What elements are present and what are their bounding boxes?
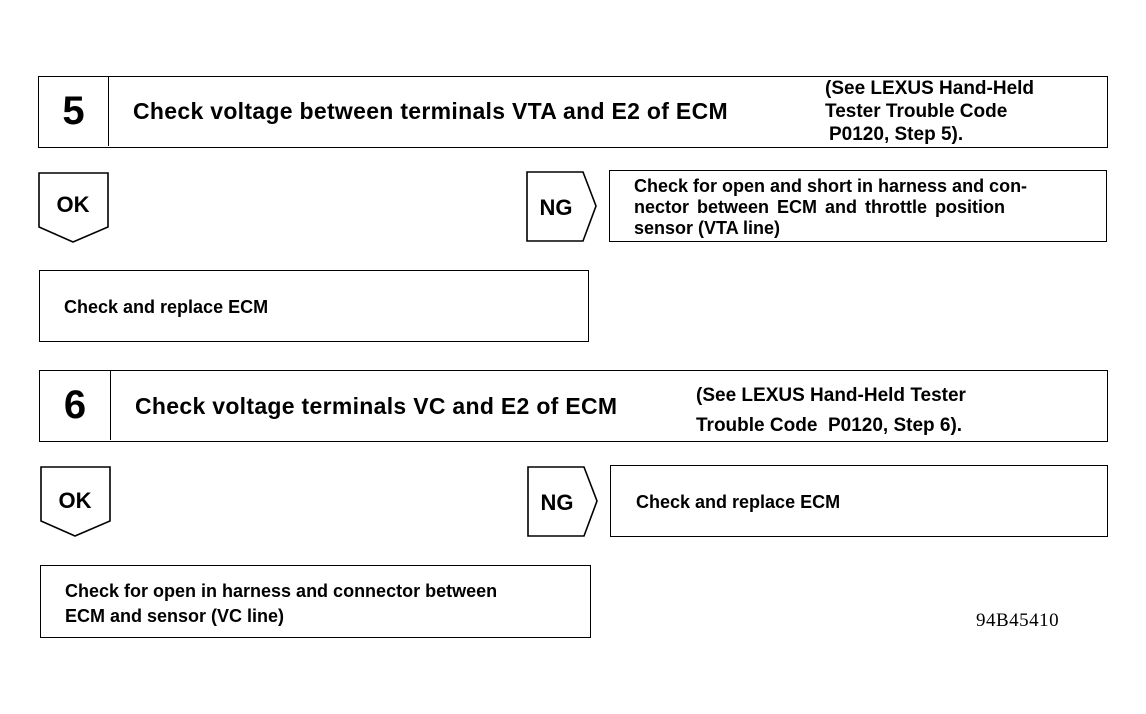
step5-ng-action-line: nector between ECM and throttle position [634,197,1006,217]
step5-ok-action-text: Check and replace ECM [64,297,269,317]
step5-ok-action: Check and replace ECM [39,270,589,342]
step6-header: 6 Check voltage terminals VC and E2 of E… [39,370,1108,442]
step5-ok-label: OK [57,192,90,217]
step5-reference-line: (See LEXUS Hand-Held [825,78,1035,99]
figure-code: 94B45410 [976,610,1060,631]
step6-ok-action-line: Check for open in harness and connector … [65,581,498,601]
step5-ng-action-text: Check for open and short in harness and … [634,176,1084,239]
step5-ng-action-line: Check for open and short in harness and … [634,176,1028,196]
step6-ng-arrow: NG [527,466,598,537]
step6-ok-action-text: Check for open in harness and connector … [65,579,497,629]
step6-ok-action-line: ECM and sensor (VC line) [65,606,285,626]
step6-number: 6 [40,371,111,440]
step5-ng-action-line: sensor (VTA line) [634,218,781,238]
step6-ok-action: Check for open in harness and connector … [40,565,591,638]
step6-ng-action: Check and replace ECM [610,465,1108,537]
step5-reference-line: Tester Trouble Code [825,101,1008,122]
step6-reference: (See LEXUS Hand-Held Tester Trouble Code… [696,381,966,441]
step5-title: Check voltage between terminals VTA and … [133,98,728,124]
step5-reference: (See LEXUS Hand-Held Tester Trouble Code… [825,77,1034,146]
step5-header: 5 Check voltage between terminals VTA an… [38,76,1108,148]
step6-title: Check voltage terminals VC and E2 of ECM [135,393,618,419]
step5-ok-arrow: OK [38,172,109,243]
step6-reference-line: (See LEXUS Hand-Held Tester [696,385,966,406]
step5-ng-label: NG [540,195,573,220]
step6-reference-line: Trouble Code P0120, Step 6). [696,415,963,436]
step6-ok-arrow: OK [40,466,111,537]
step6-ok-label: OK [59,488,92,513]
step5-number: 5 [39,77,109,146]
step5-reference-line: P0120, Step 5). [829,124,964,145]
step6-ng-label: NG [541,490,574,515]
step6-ng-action-text: Check and replace ECM [636,492,841,512]
step5-ng-arrow: NG [526,171,597,242]
step5-ng-action: Check for open and short in harness and … [609,170,1107,242]
